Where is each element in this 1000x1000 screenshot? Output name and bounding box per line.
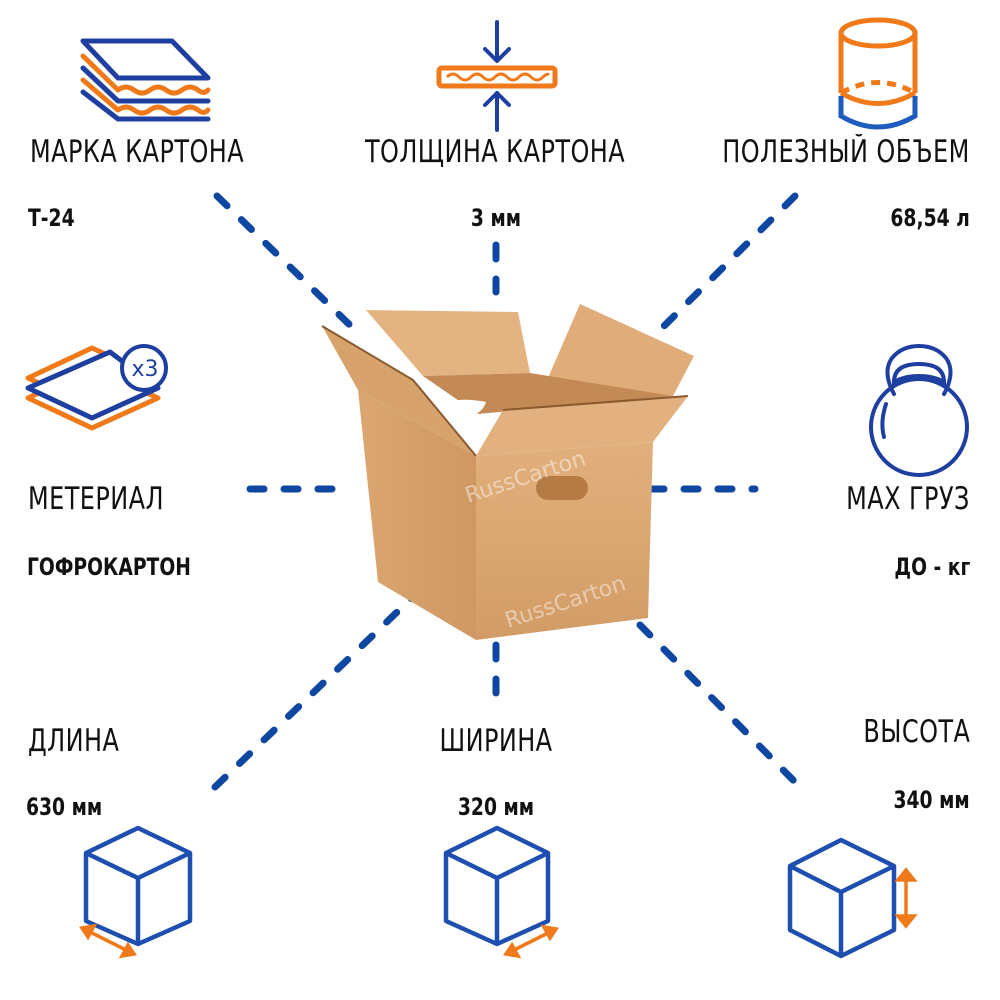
connector-length [211,586,424,791]
cube-height-icon [787,837,918,959]
connector-volume [656,192,799,334]
stacked-sheets-icon [25,344,168,431]
brand-label: МАРКА КАРТОНА [30,134,245,170]
material-multiplier-badge: x3 [131,357,159,382]
max-load-label: MAX ГРУЗ [846,481,970,517]
cylinder-volume-icon [838,17,918,130]
width-value: 320 мм [457,793,535,821]
box-left-side [358,390,476,640]
connector-height [636,621,802,789]
height-value: 340 мм [893,786,970,814]
material-label: МЕТЕРИАЛ [28,481,164,517]
length-label: ДЛИНА [28,723,120,759]
box-left-flap [322,326,476,456]
box-front-flap [476,396,688,456]
length-value: 630 мм [26,793,103,821]
max-load-value: ДО - кг [894,553,970,581]
cube-length-icon [79,825,193,959]
thickness-label: ТОЛЩИНА КАРТОНА [364,134,626,170]
width-label: ШИРИНА [439,723,553,759]
layered-cardboard-icon [80,38,211,122]
box-front-side [476,442,653,640]
box-back-flap [366,310,530,376]
volume-value: 68,54 л [890,204,970,232]
brand-value: Т-24 [28,204,75,232]
box-handle-hole [536,476,588,500]
thickness-value: 3 мм [470,204,522,232]
cube-width-icon [443,825,559,959]
volume-label: ПОЛЕЗНЫЙ ОБЪЕМ [722,134,970,170]
box-right-flap [548,304,694,396]
kettlebell-icon [869,343,969,477]
material-value: ГОФРОКАРТОН [27,553,191,581]
connector-brand [213,192,359,334]
thickness-arrows-icon [436,20,558,132]
cardboard-box-image: RussCarton RussCarton [321,304,694,640]
height-label: ВЫСОТА [863,714,970,750]
